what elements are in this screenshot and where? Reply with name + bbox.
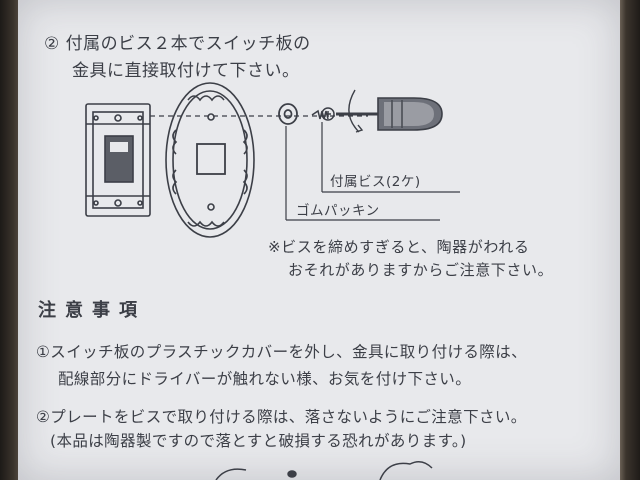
notes-heading: 注意事項 — [38, 300, 146, 321]
note2-line2: (本品は陶器製ですので落とすと破損する恐れがあります。) — [50, 432, 467, 450]
warning-line1: ※ビスを締めすぎると、陶器がわれる — [268, 238, 530, 256]
step2-line1: ② 付属のビス２本でスイッチ板の — [44, 34, 311, 54]
screwdriver-icon — [336, 89, 443, 133]
packing-label: ゴムパッキン — [296, 203, 380, 219]
note1-line1: ①スイッチ板のプラスチックカバーを外し、金具に取り付ける際は、 — [36, 343, 527, 361]
step2-line2: 金具に直接取付けて下さい。 — [72, 61, 300, 81]
warning-line2: おそれがありますからご注意下さい。 — [288, 261, 554, 279]
hand-icon — [379, 461, 433, 480]
background-right — [620, 0, 640, 480]
screw-icon — [311, 107, 335, 121]
screw-label: 付属ビス(2ケ) — [330, 174, 421, 190]
note1-line2: 配線部分にドライバーが触れない様、お気を付け下さい。 — [58, 370, 472, 388]
instruction-card — [18, 0, 620, 480]
leader-lines — [285, 122, 460, 221]
switch-box-icon — [85, 103, 151, 217]
note2-line1: ②プレートをビスで取り付ける際は、落さないようにご注意下さい。 — [36, 408, 527, 426]
ceramic-plate-icon — [165, 82, 255, 238]
background-left — [0, 0, 22, 480]
rubber-washer-icon — [278, 103, 298, 125]
